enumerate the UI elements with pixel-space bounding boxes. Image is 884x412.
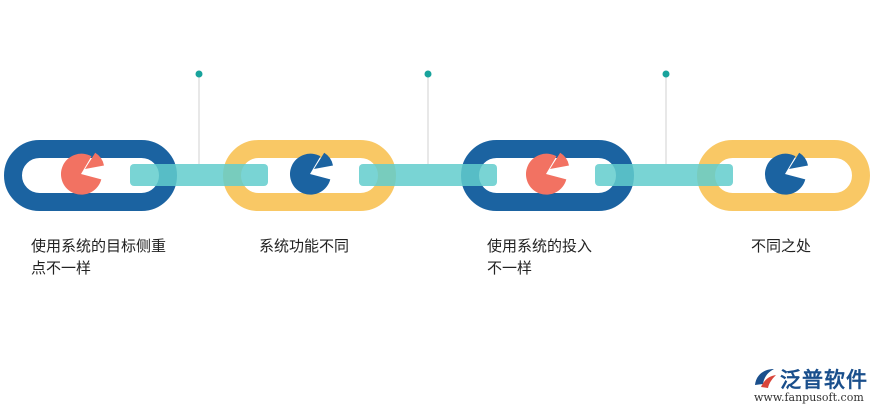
step-label: 使用系统的目标侧重 点不一样	[31, 237, 167, 277]
pin-dot	[195, 70, 203, 78]
pin	[195, 70, 203, 164]
fanpu-logo-icon	[755, 369, 776, 388]
step-label: 不同之处	[751, 237, 812, 255]
pie-chart-icon	[525, 152, 569, 195]
pin	[662, 70, 670, 164]
pin	[424, 70, 432, 164]
logo-text: 泛普软件	[780, 368, 868, 392]
pie-chart-icon	[764, 152, 808, 195]
chain-link	[359, 164, 497, 186]
brand-logo: 泛普软件 www.fanpusoft.com	[752, 364, 878, 408]
chain-link	[595, 164, 733, 186]
step-label: 系统功能不同	[259, 237, 350, 255]
logo-url: www.fanpusoft.com	[754, 391, 864, 404]
pie-chart-icon	[60, 152, 104, 195]
pin-dot	[662, 70, 670, 78]
pie-chart-icon	[289, 152, 333, 195]
pin-dot	[424, 70, 432, 78]
step-label: 使用系统的投入 不一样	[487, 237, 593, 277]
chain-link	[130, 164, 268, 186]
